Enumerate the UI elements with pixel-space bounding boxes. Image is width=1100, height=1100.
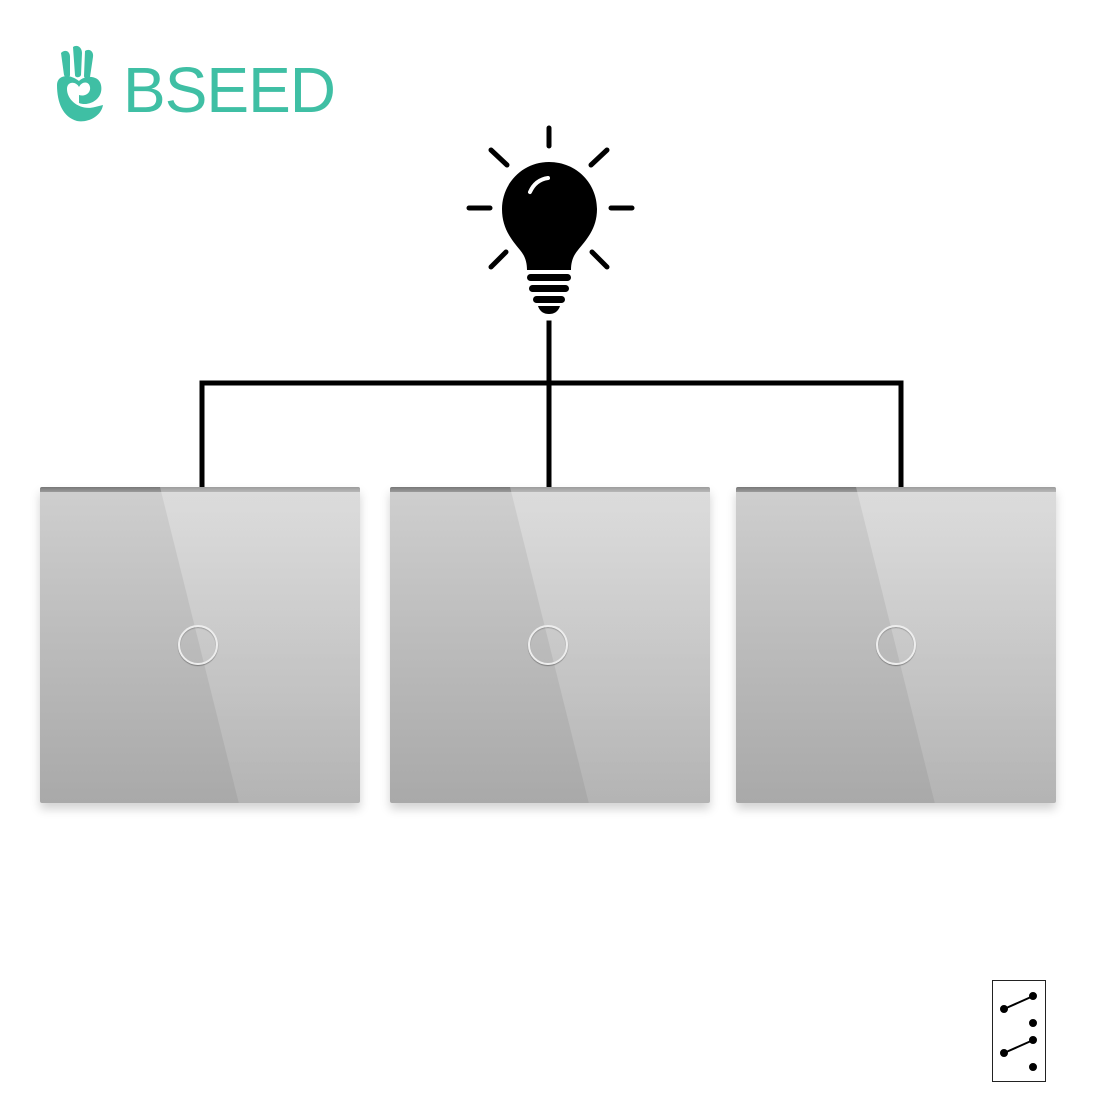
two-way-switch-symbol: [992, 980, 1046, 1082]
touch-button-icon[interactable]: [876, 625, 916, 665]
touch-button-icon[interactable]: [178, 625, 218, 665]
brand-logo: BSEED: [55, 40, 345, 130]
light-rays: [466, 125, 635, 270]
panel-edge: [40, 487, 360, 492]
bseed-hand-logo-icon: [57, 45, 103, 122]
switch-panel-3[interactable]: [736, 487, 1056, 803]
wires: [199, 320, 904, 492]
panel-edge: [390, 487, 710, 492]
light-bulb-icon: [502, 162, 597, 314]
switch-panel-2[interactable]: [390, 487, 710, 803]
brand-name: BSEED: [123, 54, 336, 126]
touch-button-icon[interactable]: [528, 625, 568, 665]
switch-panel-1[interactable]: [40, 487, 360, 803]
panel-edge: [736, 487, 1056, 492]
two-way-switch-symbol-icon: [1000, 992, 1037, 1071]
